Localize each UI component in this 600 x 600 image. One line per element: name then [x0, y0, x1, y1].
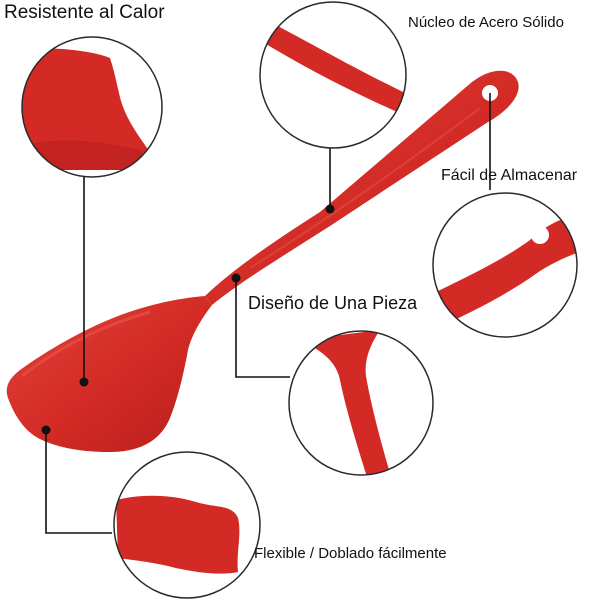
detail-circle-core	[259, 1, 407, 149]
detail-circle-storage	[432, 192, 578, 338]
spatula-main	[6, 70, 519, 452]
detail-circle-one-piece	[288, 330, 434, 476]
spatula-head	[6, 296, 213, 452]
detail-circle-flexible	[113, 451, 261, 599]
label-one-piece-design: Diseño de Una Pieza	[248, 293, 418, 313]
detail-circle-heat	[21, 36, 163, 178]
leader-lines	[45, 93, 491, 534]
label-solid-steel-core: Núcleo de Acero Sólido	[408, 14, 564, 31]
label-flexible: Flexible / Doblado fácilmente	[254, 545, 447, 562]
label-heat-resistant: Resistente al Calor	[4, 2, 165, 23]
label-easy-storage: Fácil de Almacenar	[441, 167, 578, 184]
leader-dots	[41, 204, 335, 435]
